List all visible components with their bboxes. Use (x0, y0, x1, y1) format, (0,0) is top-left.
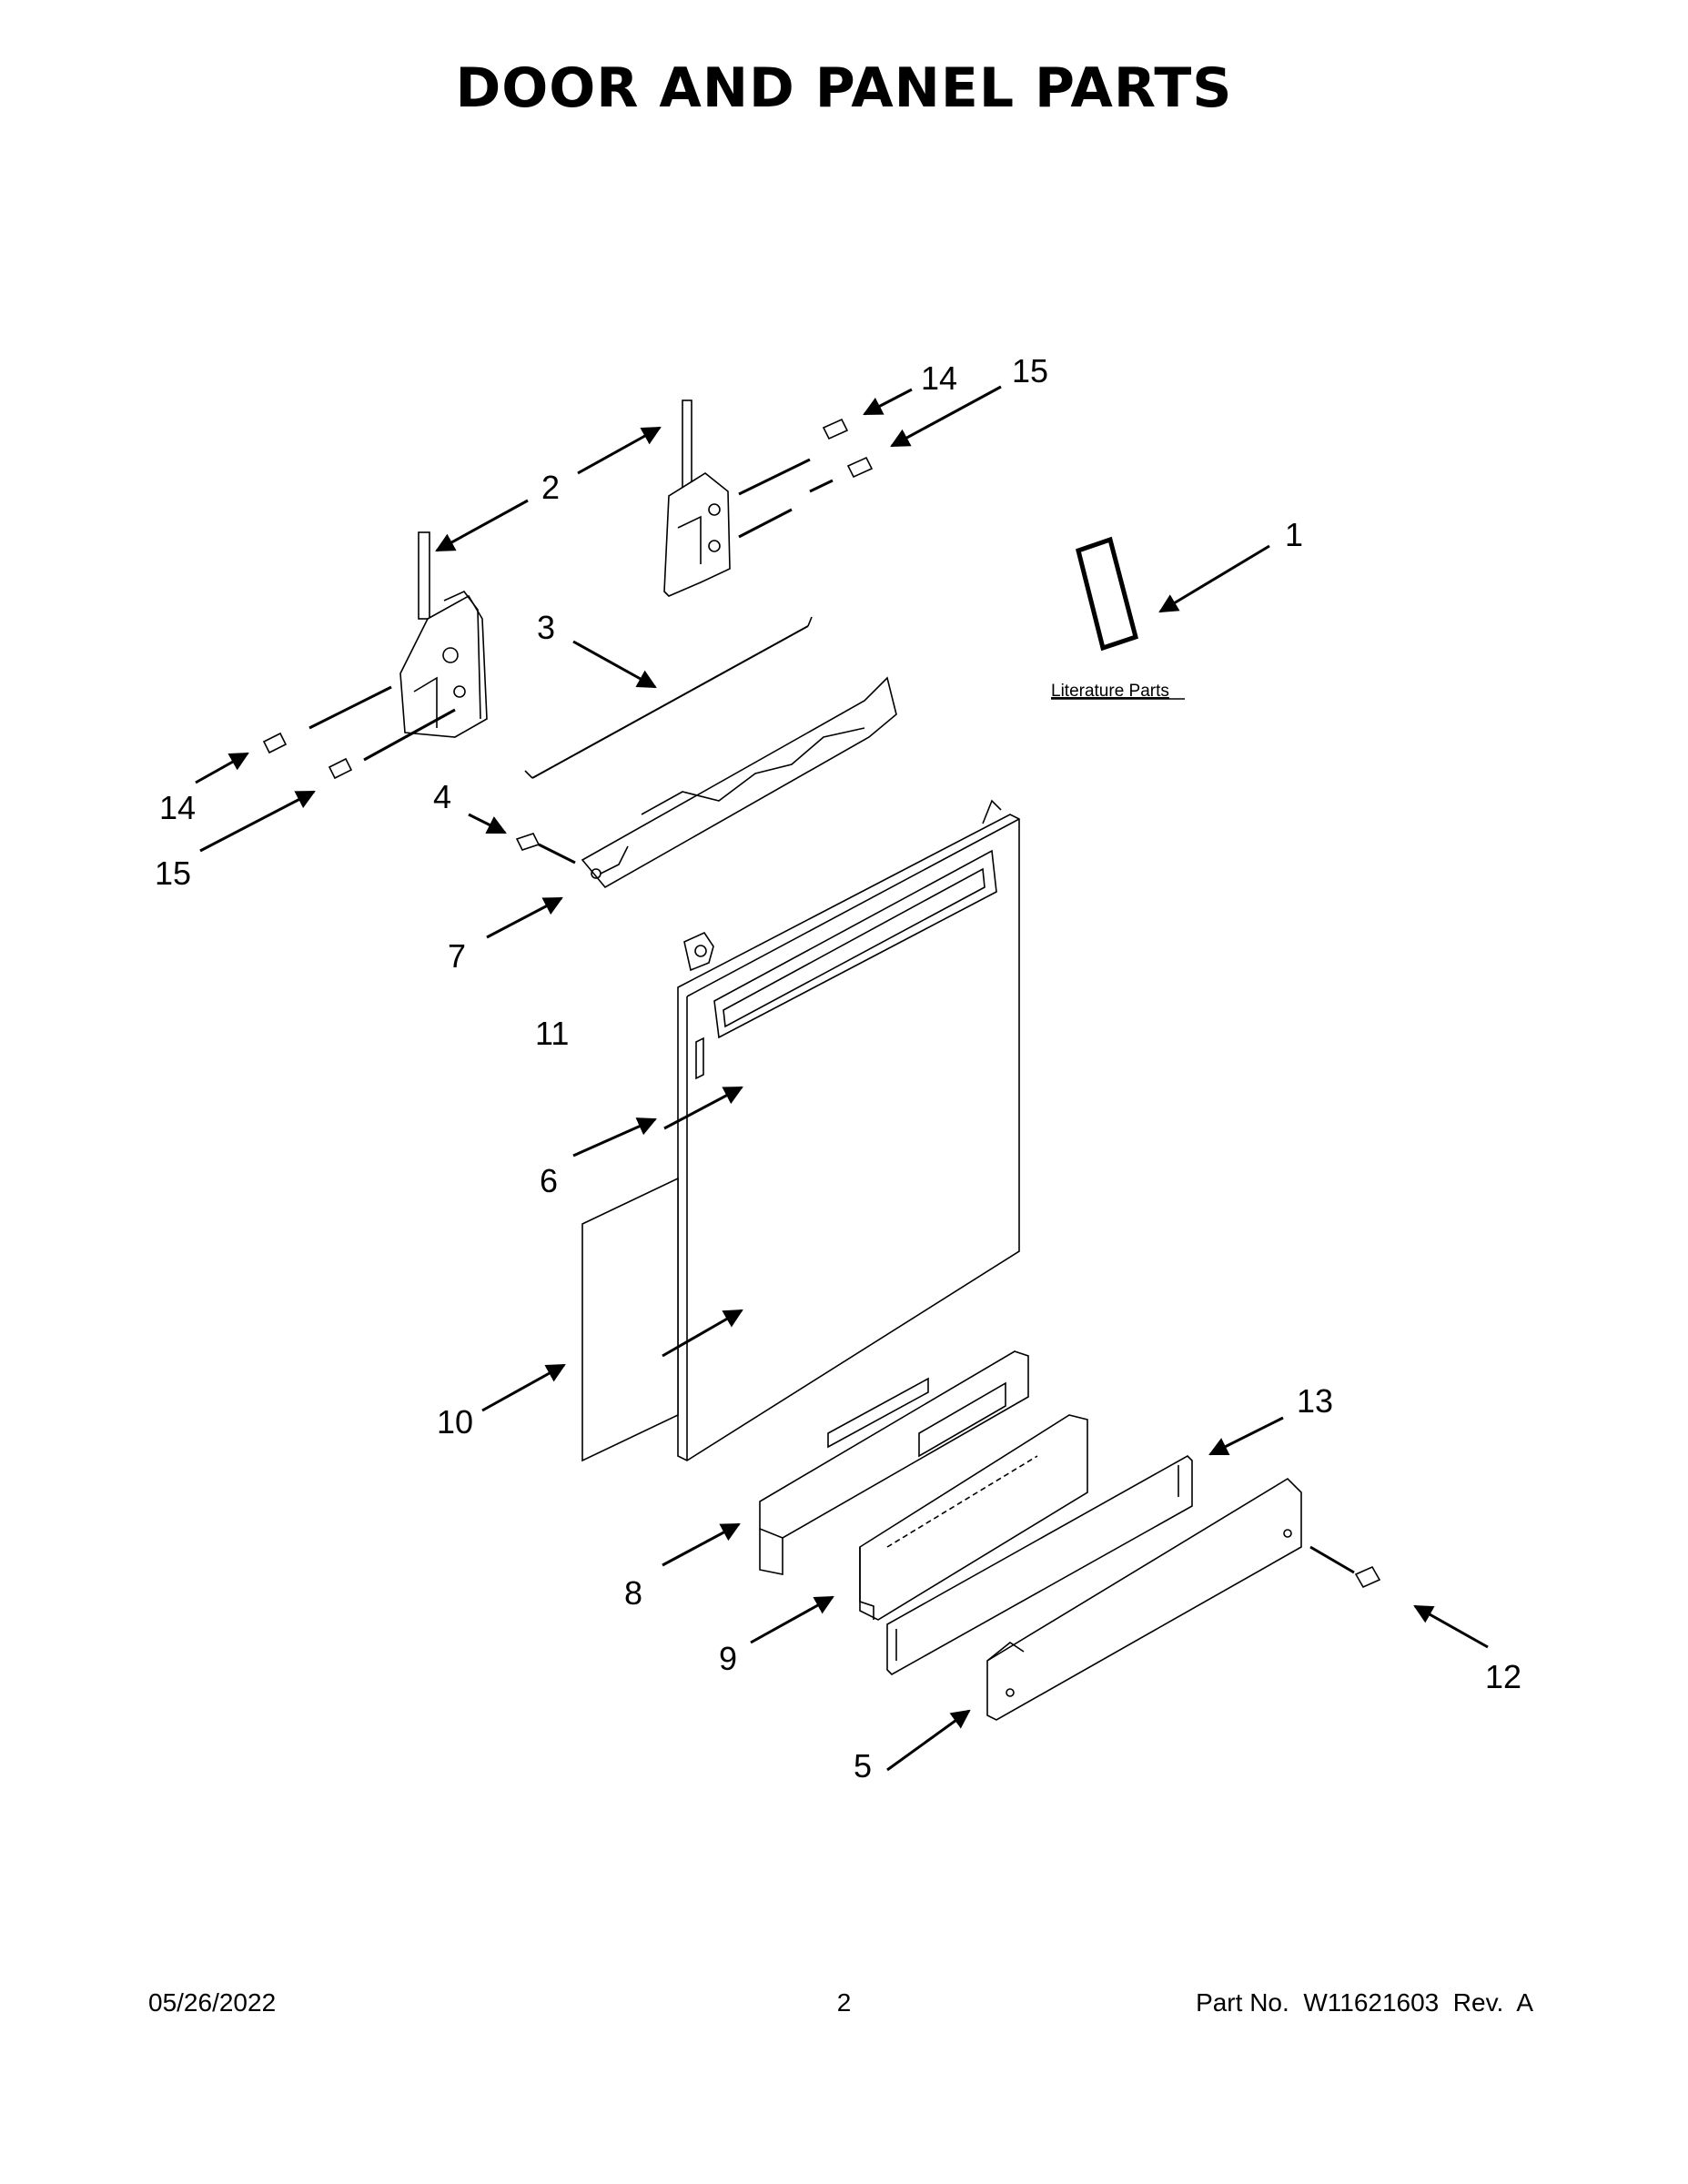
callout-12: 12 (1485, 1658, 1521, 1695)
callout-8: 8 (624, 1574, 642, 1612)
callout-15-left: 15 (155, 854, 191, 892)
literature-parts-booklet: Literature Parts (1051, 536, 1185, 701)
callout-14-left: 14 (159, 789, 196, 826)
callout-15-top: 15 (1012, 352, 1048, 389)
door-latch-bracket (683, 931, 714, 972)
callout-14-top: 14 (921, 359, 957, 397)
toe-kick-block-part-8 (759, 1350, 1029, 1575)
callout-6: 6 (540, 1162, 558, 1199)
callout-3: 3 (537, 609, 555, 646)
lower-panel-part-5 (986, 1477, 1302, 1721)
literature-parts-label: Literature Parts (1051, 682, 1169, 701)
callout-2: 2 (541, 469, 560, 506)
footer-page-number: 2 (836, 1988, 852, 2017)
callout-10: 10 (437, 1403, 473, 1441)
left-hinge-part (399, 531, 488, 738)
callout-9: 9 (719, 1640, 737, 1677)
door-panel (677, 799, 1020, 1461)
footer-part-number: Part No. W11621603 Rev. A (1196, 1988, 1533, 2017)
right-hinge-part (663, 399, 731, 597)
callout-7: 7 (448, 937, 466, 975)
callout-5: 5 (854, 1747, 872, 1785)
door-rod (524, 616, 813, 779)
screw-part-12 (1309, 1545, 1381, 1589)
callout-4: 4 (433, 778, 451, 815)
callout-arrows (195, 385, 1489, 1772)
toe-kick-block-part-9 (859, 1414, 1088, 1621)
callout-11: 11 (535, 1015, 569, 1052)
right-hinge-pins (738, 418, 874, 539)
screw-part-4 (515, 833, 576, 864)
door-vent-rail (581, 676, 897, 889)
page-title: DOOR AND PANEL PARTS (455, 56, 1233, 120)
left-hinge-pins (262, 685, 456, 780)
footer-date: 05/26/2022 (148, 1988, 277, 2017)
panel-trim-part-13 (886, 1455, 1193, 1675)
callout-13: 13 (1297, 1382, 1333, 1420)
callout-1: 1 (1285, 516, 1303, 553)
door-insulation-sheet (581, 1177, 679, 1462)
